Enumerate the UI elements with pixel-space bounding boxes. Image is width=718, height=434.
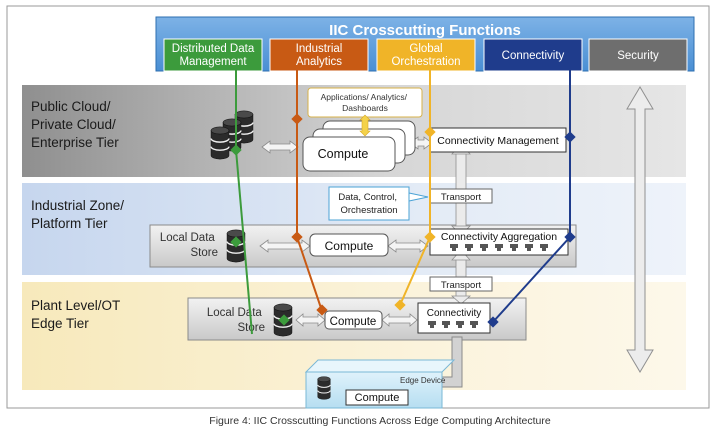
edge-connectivity-label: Connectivity <box>427 308 481 319</box>
data-control-orchestration-callout <box>328 186 410 221</box>
lower-transport-box <box>429 276 493 292</box>
edge-device: Edge Device Compute <box>304 359 456 409</box>
edge-device-title: Edge Device <box>400 376 446 385</box>
apps-compute-arrow <box>359 114 371 137</box>
edge-device-compute-box <box>345 389 409 406</box>
callout-pointer <box>408 192 429 202</box>
orchestration-node-edge <box>394 299 406 311</box>
cloud-compute-stack: Compute <box>302 120 416 172</box>
platform-compute-label: Compute <box>325 239 374 253</box>
platform-compute-box <box>309 233 389 257</box>
edge-connectivity-box <box>417 302 491 334</box>
analytics-node-edge <box>316 304 328 316</box>
transport-arrowhead-lower-bottom <box>450 295 472 305</box>
edge-compute-label: Compute <box>330 316 377 328</box>
platform-local-store-label: Local Data Store <box>160 232 218 259</box>
function-label-connectivity: Connectivity <box>502 50 565 62</box>
svg-text:Applications/ Analytics/: Applications/ Analytics/ Dashboards <box>321 92 410 113</box>
connectivity-node-cloud <box>564 131 576 143</box>
connectivity-aggregation-label: Connectivity Aggregation <box>441 231 557 243</box>
function-box-connectivity: Connectivity <box>483 38 583 72</box>
callout-text: Data, Control, Orchestration <box>338 192 399 216</box>
figure-caption: Figure 4: IIC Crosscutting Functions Acr… <box>209 415 551 427</box>
function-label-security: Security <box>617 50 659 62</box>
iic-crosscutting-header: IIC Crosscutting Functions Distributed D… <box>155 16 695 72</box>
cloud-compute-label: Compute <box>318 147 369 161</box>
data-management-node-platform <box>230 236 242 248</box>
analytics-node-platform <box>291 231 303 243</box>
connectivity-node-platform <box>564 231 576 243</box>
cloud-tier-label: Public Cloud/ Private Cloud/ Enterprise … <box>31 99 120 150</box>
security-span-arrow <box>626 86 654 373</box>
apps-analytics-dashboards-box: Applications/ Analytics/ Dashboards <box>307 87 423 118</box>
header-title: IIC Crosscutting Functions <box>329 22 521 39</box>
edge-device-database-icon <box>317 376 331 400</box>
connectivity-node-edge <box>487 316 499 328</box>
edge-compute-connectivity-arrow <box>381 313 418 327</box>
upper-transport-label: Transport <box>441 192 482 203</box>
lower-transport-label: Transport <box>441 280 482 291</box>
data-management-node-cloud <box>230 144 242 156</box>
edge-compute-box <box>324 310 383 330</box>
function-box-security: Security <box>588 38 688 72</box>
edge-tier-label: Plant Level/OT Edge Tier <box>31 298 124 331</box>
platform-compute-connagg-arrow <box>387 239 429 253</box>
edge-device-compute-label: Compute <box>355 392 400 404</box>
platform-tier-label: Industrial Zone/ Platform Tier <box>31 198 128 231</box>
connectivity-management-label: Connectivity Management <box>437 135 558 147</box>
data-management-node-edge <box>278 314 290 326</box>
orchestration-node-platform <box>424 231 436 243</box>
